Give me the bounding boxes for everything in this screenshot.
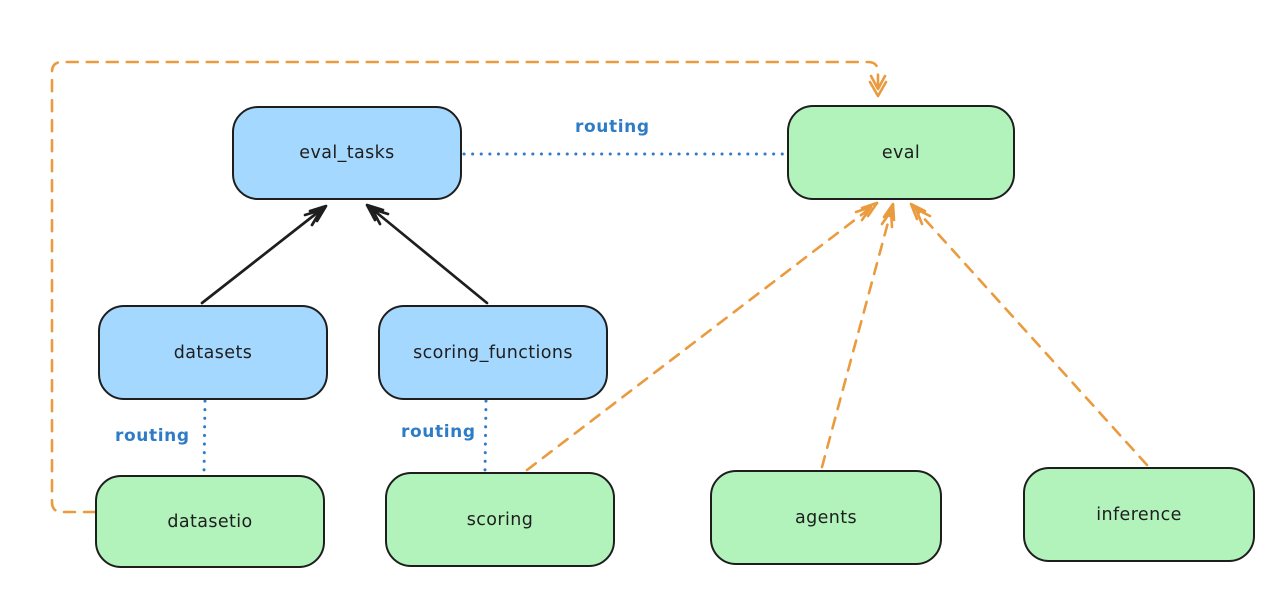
node-datasetio-label: datasetio: [167, 511, 253, 532]
edge-scoring-functions-to-eval-tasks: [365, 203, 489, 305]
node-eval-tasks-label: eval_tasks: [299, 143, 395, 163]
node-scoring: scoring: [385, 472, 615, 567]
routing-label-eval-tasks-eval: routing: [575, 117, 650, 137]
node-scoring-label: scoring: [466, 509, 534, 530]
edge-inference-to-eval: [909, 202, 1149, 467]
edge-routing-scoring-functions-to-scoring: [483, 399, 488, 473]
edge-datasets-to-eval-tasks: [200, 204, 328, 305]
node-datasets: datasets: [98, 305, 328, 400]
edge-scoring-to-eval: [525, 201, 879, 472]
node-eval-label: eval: [881, 142, 921, 163]
node-inference-label: inference: [1096, 504, 1182, 525]
node-scoring-functions: scoring_functions: [378, 305, 608, 400]
node-eval-tasks: eval_tasks: [232, 106, 462, 200]
edge-routing-datasets-to-datasetio: [202, 399, 207, 475]
node-agents: agents: [710, 470, 942, 565]
node-eval: eval: [787, 105, 1015, 200]
node-agents-label: agents: [794, 507, 858, 528]
routing-label-datasets-datasetio: routing: [115, 426, 190, 446]
node-scoring-functions-label: scoring_functions: [413, 342, 573, 363]
routing-label-scoring-functions-scoring: routing: [401, 422, 476, 442]
edge-agents-to-eval: [820, 202, 896, 469]
node-inference: inference: [1023, 467, 1255, 562]
node-datasets-label: datasets: [173, 342, 253, 363]
edge-datasetio-to-eval-loop: [50, 60, 888, 514]
node-datasetio: datasetio: [95, 475, 325, 568]
